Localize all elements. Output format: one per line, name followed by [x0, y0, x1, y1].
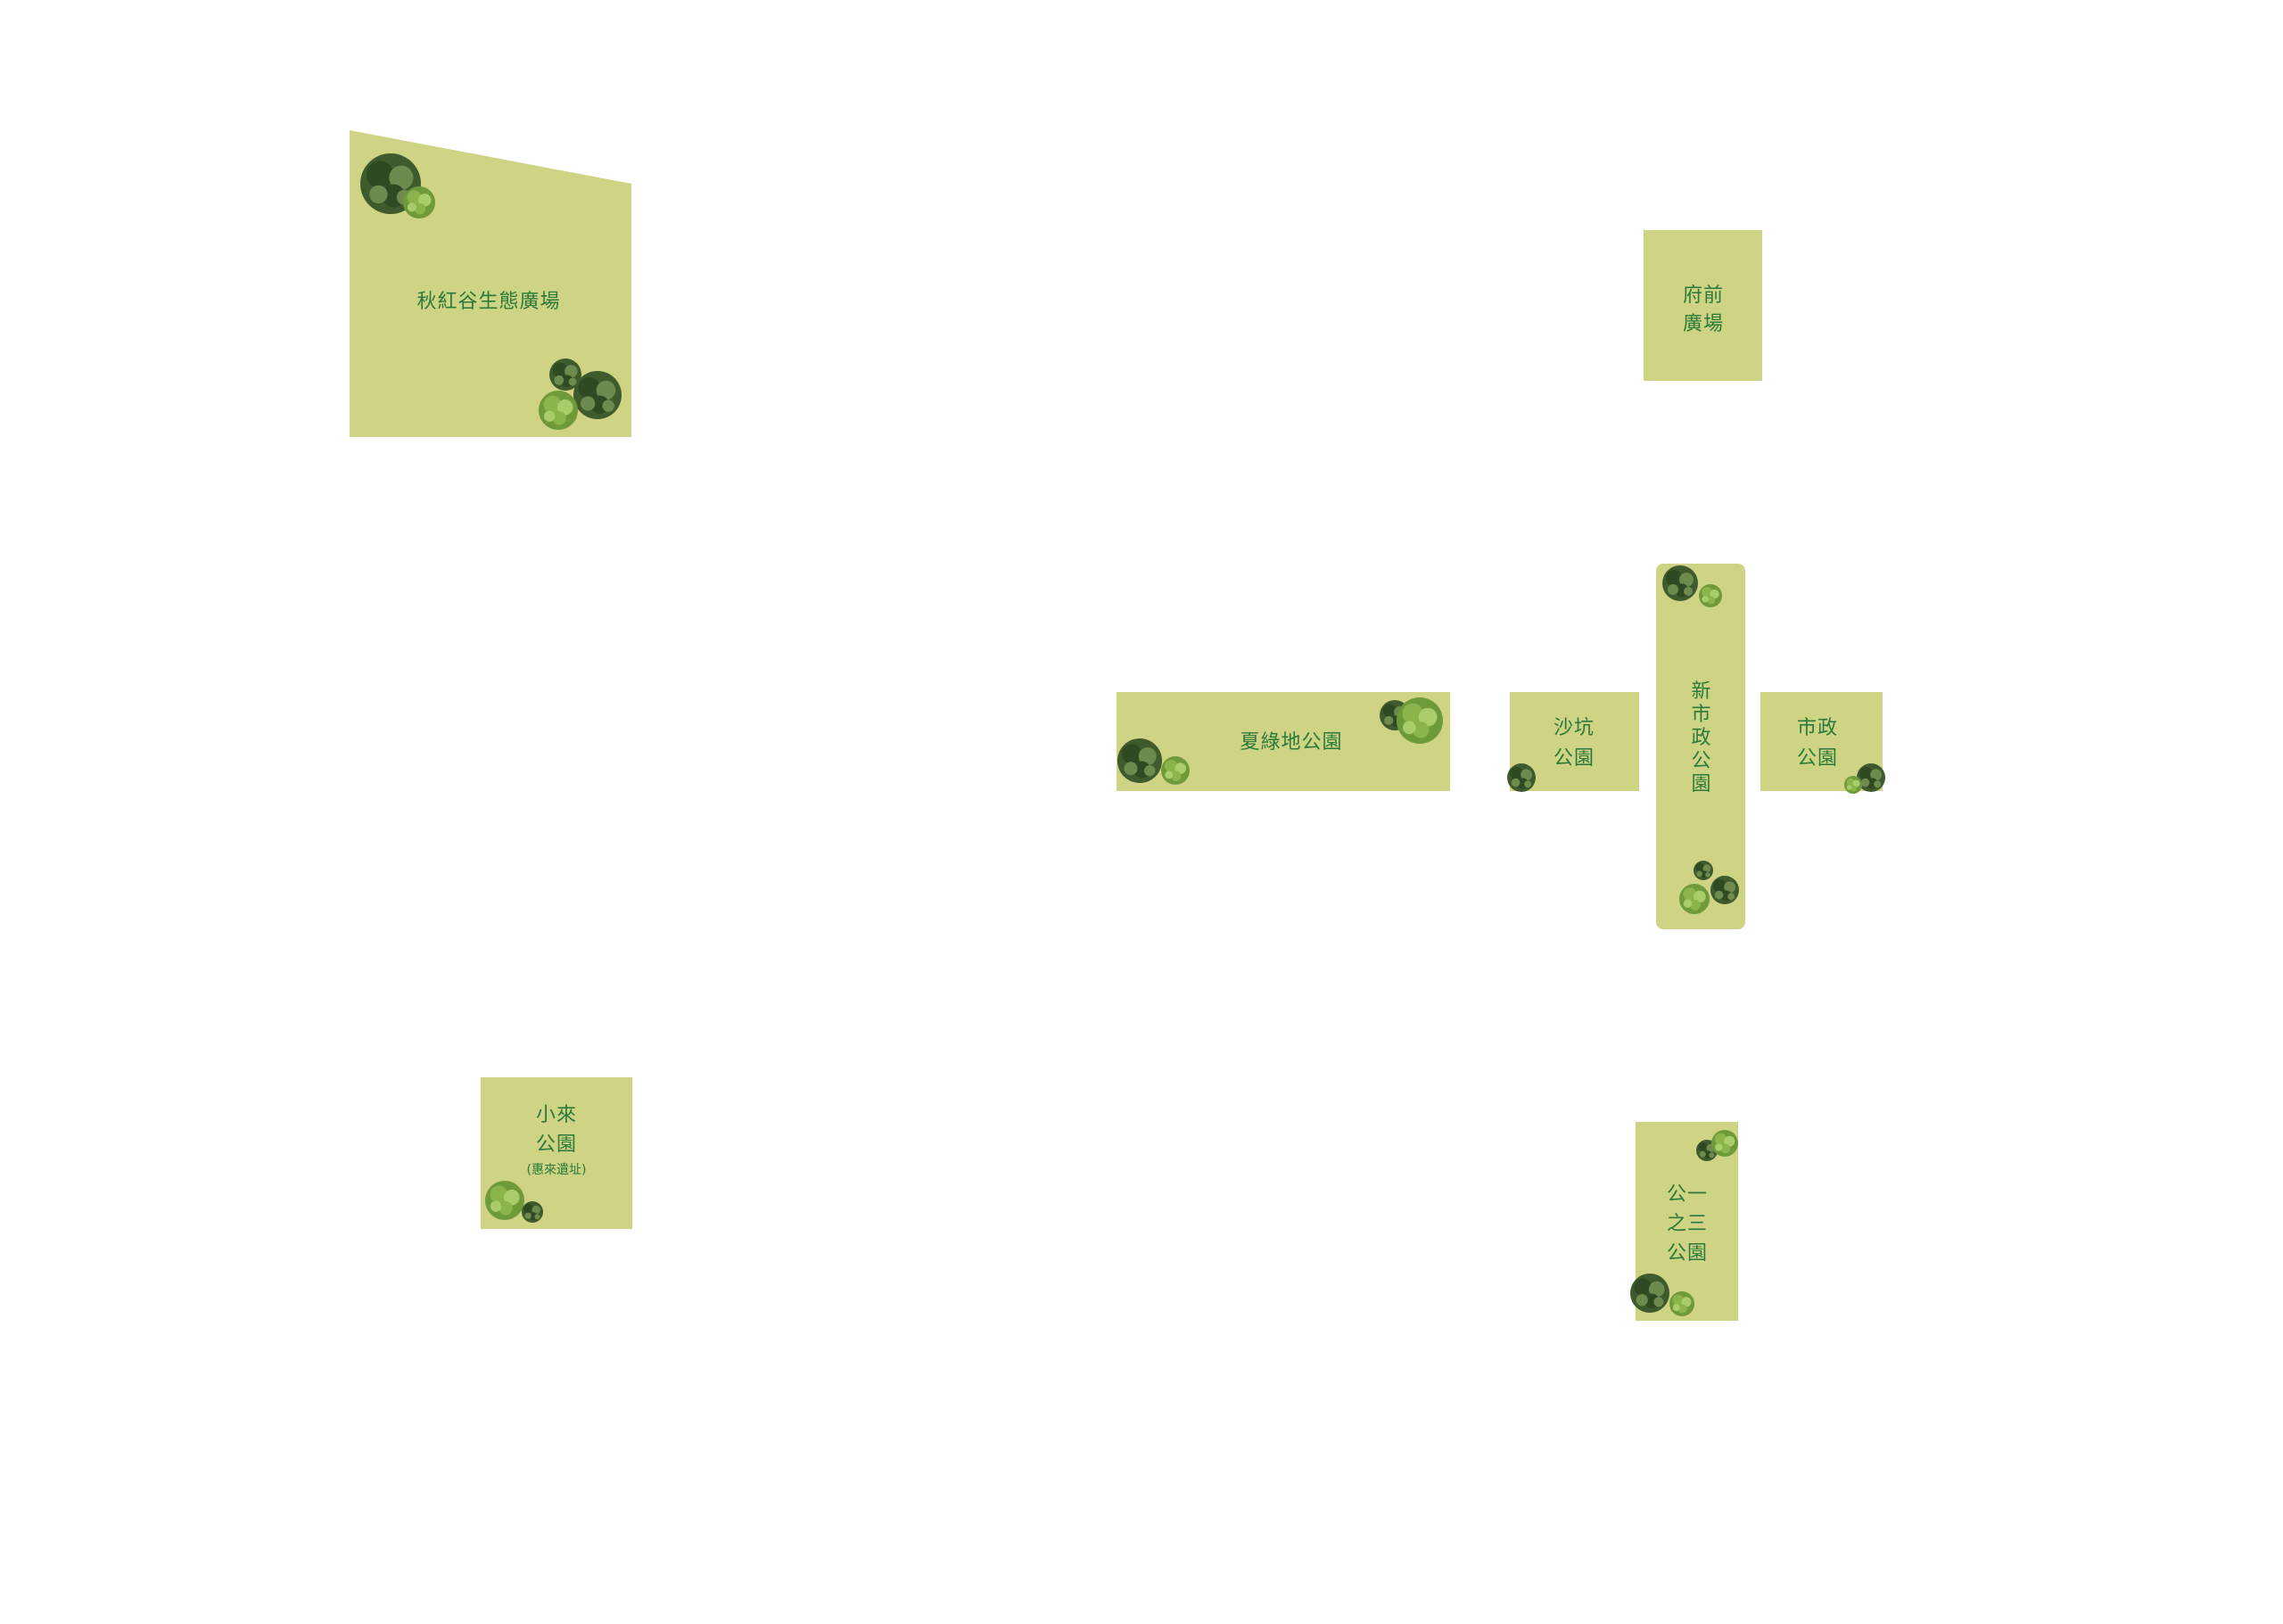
park-label: 秋紅谷生態廣場	[416, 291, 560, 313]
park-fuqian[interactable]: 府前 廣場	[1644, 230, 1762, 381]
park-label: 市政	[1797, 717, 1838, 739]
park-shakeng[interactable]: 沙坑 公園	[1507, 692, 1639, 792]
park-label: 公園	[536, 1134, 577, 1156]
park-label: 之三	[1667, 1213, 1708, 1235]
park-sublabel: (惠來遺址)	[527, 1163, 587, 1177]
park-area	[1656, 564, 1745, 929]
park-label: 園	[1691, 773, 1711, 796]
park-label: 小來	[536, 1104, 577, 1126]
tree-cluster-icon	[1507, 763, 1536, 792]
park-xinshizheng[interactable]: 新 市 政 公 園	[1656, 564, 1745, 929]
park-shizheng[interactable]: 市政 公園	[1760, 692, 1885, 794]
park-label: 政	[1691, 727, 1711, 749]
park-label: 夏綠地公園	[1240, 731, 1342, 754]
park-label: 廣場	[1683, 313, 1724, 335]
park-label: 沙坑	[1554, 717, 1595, 739]
park-area	[1644, 230, 1762, 381]
park-label: 公	[1691, 750, 1711, 772]
park-label: 公一	[1667, 1183, 1708, 1206]
park-label: 公園	[1667, 1242, 1708, 1265]
park-qiuhonggu[interactable]: 秋紅谷生態廣場	[350, 130, 631, 437]
park-label: 府前	[1683, 284, 1724, 307]
park-label: 新	[1691, 680, 1711, 703]
park-label: 市	[1691, 704, 1711, 726]
park-label: 公園	[1797, 747, 1838, 770]
park-label: 公園	[1554, 747, 1595, 770]
park-xialudi[interactable]: 夏綠地公園	[1117, 692, 1450, 791]
park-xiaolai[interactable]: 小來 公園 (惠來遺址)	[481, 1077, 632, 1229]
park-gongyizhisan[interactable]: 公一 之三 公園	[1630, 1122, 1738, 1321]
